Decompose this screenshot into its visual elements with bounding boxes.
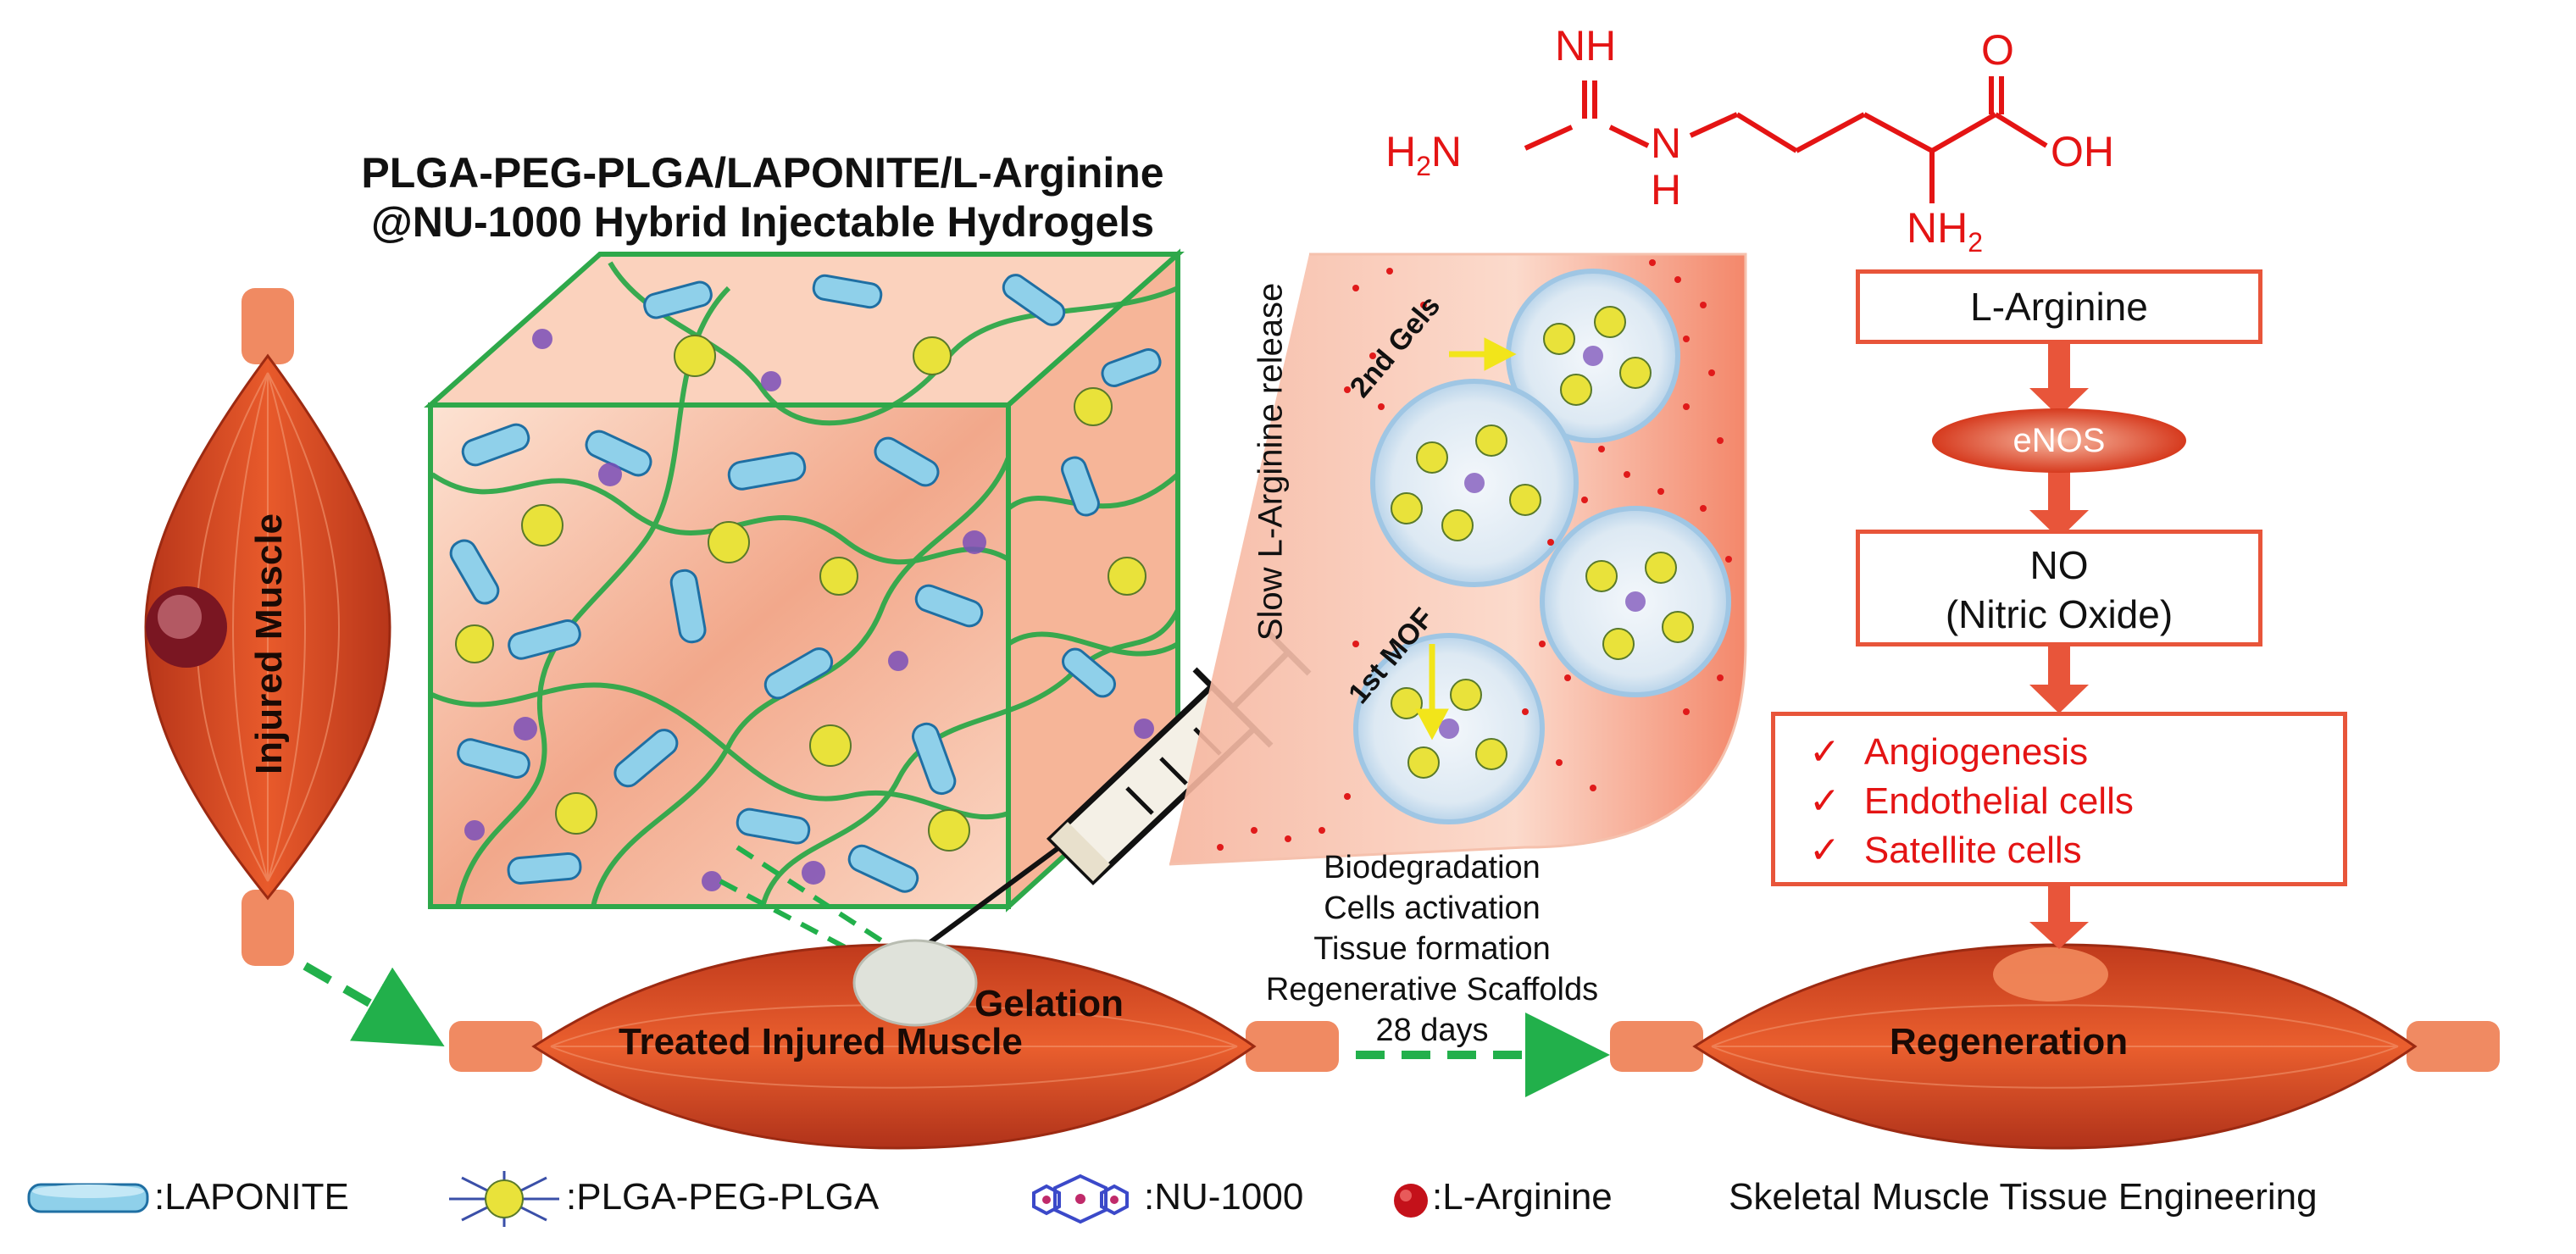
enos-ellipse	[1932, 408, 2186, 473]
label-injured-muscle: Injured Muscle	[248, 513, 290, 775]
atom-oh: OH	[2051, 128, 2114, 175]
legend-nu1000: :NU-1000	[1144, 1176, 1304, 1218]
treated-muscle	[449, 939, 1339, 1150]
box-l-arginine: L-Arginine	[1856, 269, 2262, 344]
outcome-satellite: ✓Satellite cells	[1809, 826, 2343, 875]
injured-muscle	[144, 288, 391, 966]
title-line-2: @NU-1000 Hybrid Injectable Hydrogels	[370, 198, 1155, 246]
laponite-legend-icon	[27, 1183, 149, 1213]
step-28-days: 28 days	[1375, 1013, 1489, 1048]
footer-caption: Skeletal Muscle Tissue Engineering	[1729, 1176, 2318, 1218]
regeneration-muscle	[1610, 943, 2500, 1150]
step-cells-activation: Cells activation	[1324, 891, 1541, 926]
outcome-angiogenesis: ✓Angiogenesis	[1809, 728, 2343, 777]
legend-arginine: :L-Arginine	[1432, 1176, 1613, 1218]
flow-arrows	[2029, 343, 2089, 949]
atom-h2n: H2N	[1385, 128, 1463, 181]
outcome-endothelial: ✓Endothelial cells	[1809, 777, 2343, 826]
check-icon: ✓	[1809, 830, 1840, 871]
label-gelation: Gelation	[974, 983, 1124, 1024]
label-treated-muscle: Treated Injured Muscle	[619, 1021, 1023, 1063]
figure-title: PLGA-PEG-PLGA/LAPONITE/L-Arginine @NU-10…	[212, 148, 1313, 247]
arginine-legend-icon	[1394, 1184, 1428, 1218]
cube-projection-lines	[719, 845, 883, 960]
label-regeneration: Regeneration	[1890, 1021, 2129, 1063]
hydrogel-cube	[424, 248, 1185, 913]
no-line-2: (Nitric Oxide)	[1945, 592, 2174, 636]
legend-laponite: :LAPONITE	[154, 1176, 349, 1218]
label-slow-release: Slow L-Arginine release	[1252, 282, 1290, 641]
process-steps: Biodegradation Cells activation Tissue f…	[1212, 847, 1652, 1051]
atom-o: O	[1981, 26, 2014, 74]
atom-nh: NH	[1555, 22, 1617, 69]
box-nitric-oxide: NO (Nitric Oxide)	[1856, 530, 2262, 646]
step-regenerative-scaffolds: Regenerative Scaffolds	[1265, 972, 1599, 1007]
check-icon: ✓	[1809, 731, 1840, 773]
step-tissue-formation: Tissue formation	[1313, 931, 1551, 967]
box-outcomes: ✓Angiogenesis ✓Endothelial cells ✓Satell…	[1771, 712, 2347, 886]
atom-n: N	[1651, 119, 1682, 167]
no-line-1: NO	[2029, 543, 2089, 587]
atom-nh2: NH2	[1907, 204, 1984, 258]
nu1000-legend-icon	[1032, 1174, 1129, 1224]
arginine-structure	[1524, 76, 2048, 203]
arginine-dots	[1217, 259, 1732, 851]
yellow-arrows	[1415, 337, 1517, 741]
title-line-1: PLGA-PEG-PLGA/LAPONITE/L-Arginine	[361, 149, 1164, 197]
release-region	[1169, 252, 1747, 866]
check-icon: ✓	[1809, 780, 1840, 822]
green-arrows	[303, 962, 1610, 1097]
legend-plga: :PLGA-PEG-PLGA	[566, 1176, 880, 1218]
step-biodegradation: Biodegradation	[1324, 850, 1541, 885]
plga-legend-icon	[449, 1171, 559, 1227]
atom-h: H	[1651, 166, 1682, 214]
label-enos: eNOS	[2012, 422, 2106, 459]
